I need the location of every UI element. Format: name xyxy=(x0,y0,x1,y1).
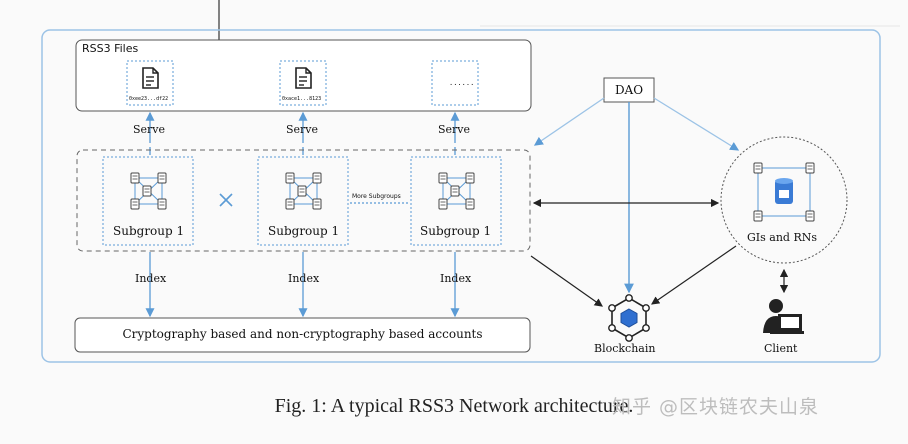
more-subgroups-label: More Subgroups xyxy=(352,193,401,200)
figure-caption: Fig. 1: A typical RSS3 Network architect… xyxy=(274,395,634,417)
gis-rns-label: GIs and RNs xyxy=(747,231,818,244)
file-hash-1: 0xee23...df22 xyxy=(129,96,169,102)
client-label: Client xyxy=(764,342,798,355)
gis-to-blockchain-arrow xyxy=(651,245,737,305)
subgroups-container xyxy=(76,149,531,252)
server-cluster-icon xyxy=(439,173,474,209)
index-label-2: Index xyxy=(288,272,320,285)
file-slot-2 xyxy=(279,60,327,106)
accounts-box xyxy=(74,317,531,353)
dao-label: DAO xyxy=(614,83,644,97)
dao-box xyxy=(603,77,655,103)
document-icon xyxy=(295,67,312,89)
index-label-3: Index xyxy=(440,272,472,285)
server-cluster-icon xyxy=(131,173,166,209)
accounts-label: Cryptography based and non-cryptography … xyxy=(122,327,483,341)
serve-label-2: Serve xyxy=(286,123,319,136)
serve-label-1: Serve xyxy=(133,123,166,136)
watermark: 知乎 @区块链农夫山泉 xyxy=(612,396,820,418)
file-hash-3: ...... xyxy=(449,79,475,87)
database-icon xyxy=(775,178,793,204)
dao-to-subgroups-arrow xyxy=(533,97,605,146)
serve-label-3: Serve xyxy=(438,123,471,136)
server-cluster-icon xyxy=(286,173,321,209)
rss3-files-label: RSS3 Files xyxy=(82,42,139,55)
dao-to-gis-arrow xyxy=(653,97,740,151)
subgroup-box-2 xyxy=(257,156,349,246)
subgroup-box-1 xyxy=(102,156,194,246)
subgroup-label-1: Subgroup 1 xyxy=(113,224,185,238)
server-cluster-icon xyxy=(753,162,815,222)
file-hash-2: 0xace1...8123 xyxy=(282,96,322,102)
outer-frame xyxy=(41,29,881,363)
subgroups-to-blockchain-arrow xyxy=(530,255,603,307)
file-slot-3 xyxy=(431,60,479,106)
blockchain-label: Blockchain xyxy=(594,342,656,355)
subgroup-label-3: Subgroup 1 xyxy=(420,224,492,238)
gis-rns-circle xyxy=(720,136,848,264)
index-label-1: Index xyxy=(135,272,167,285)
blockchain-icon xyxy=(608,294,650,342)
subgroup-box-3 xyxy=(410,156,502,246)
file-slot-1 xyxy=(126,60,174,106)
client-user-icon xyxy=(763,299,804,334)
cross-icon xyxy=(219,193,233,207)
subgroup-label-2: Subgroup 1 xyxy=(268,224,340,238)
document-icon xyxy=(142,67,159,89)
